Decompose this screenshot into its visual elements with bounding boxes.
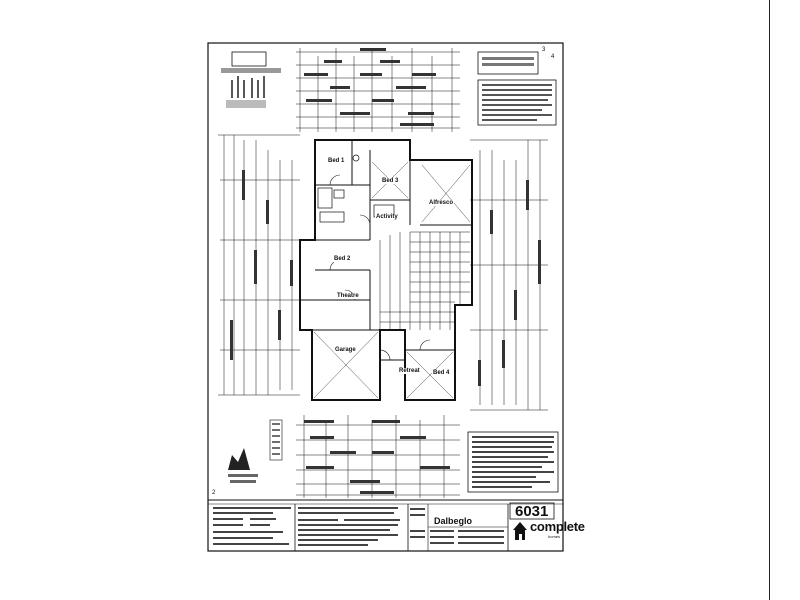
upper-annotation-text bbox=[304, 48, 436, 126]
left-annotation-text bbox=[230, 170, 293, 360]
site-mark bbox=[228, 419, 283, 483]
page-edge bbox=[769, 0, 770, 600]
lower-notes-table bbox=[467, 431, 559, 493]
notes-box bbox=[477, 51, 557, 126]
room-label-retreat: Retreat bbox=[398, 368, 421, 374]
sheet-number: 6031 bbox=[515, 503, 549, 520]
right-dimension-lines bbox=[470, 139, 548, 411]
corner-mark-top: 3 bbox=[542, 47, 546, 53]
lower-dimension-lines bbox=[296, 415, 460, 498]
legend-box bbox=[221, 51, 281, 108]
interior-walls bbox=[300, 140, 472, 361]
right-annotation-text bbox=[478, 180, 541, 386]
upper-dimension-lines bbox=[296, 48, 460, 132]
brand-subtitle: homes bbox=[548, 534, 561, 539]
title-block bbox=[213, 502, 555, 551]
sheet-border bbox=[207, 42, 564, 552]
room-label-garage: Garage bbox=[334, 347, 357, 353]
room-label-alfresco: Alfresco bbox=[428, 200, 455, 206]
brand-name: complete bbox=[530, 519, 585, 534]
door-swings bbox=[329, 174, 431, 361]
lower-annotation-text bbox=[304, 420, 450, 494]
tiled-living-grid bbox=[379, 231, 470, 330]
corner-mark-left: 2 bbox=[212, 490, 216, 496]
brand-house-icon bbox=[513, 522, 527, 540]
room-label-bed4: Bed 4 bbox=[432, 370, 451, 376]
room-diagonals bbox=[313, 161, 471, 399]
room-label-bed3: Bed 3 bbox=[381, 178, 400, 184]
room-label-activity: Activity bbox=[375, 214, 399, 220]
corner-mark-right: 4 bbox=[551, 54, 555, 60]
drawing-title: Dalbeglo bbox=[434, 516, 473, 526]
wet-area-fixtures bbox=[317, 154, 395, 223]
room-label-bed2: Bed 2 bbox=[333, 256, 352, 262]
room-label-bed1: Bed 1 bbox=[327, 158, 346, 164]
room-label-theatre: Theatre bbox=[336, 293, 360, 299]
